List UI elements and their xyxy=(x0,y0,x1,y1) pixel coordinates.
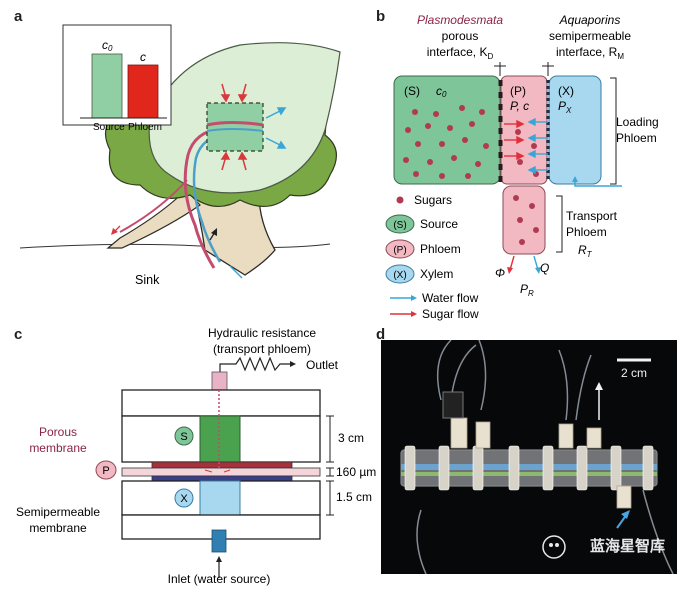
outflow-arrows xyxy=(507,255,541,274)
loading-label: Loading xyxy=(616,115,659,129)
phloem-bar-label: Phloem xyxy=(128,122,162,133)
device-photo-illustration xyxy=(400,340,674,574)
hydraulic-label: Hydraulic resistance xyxy=(208,326,316,340)
p-box-label: (P) xyxy=(510,84,526,98)
phloem-bar xyxy=(127,64,159,119)
porous-membrane-label: Porous xyxy=(39,425,77,439)
xylem-path xyxy=(192,132,229,263)
pc-label: P, c xyxy=(510,99,529,113)
legend-s: (S) xyxy=(393,220,406,231)
legend-phloem: Phloem xyxy=(420,242,461,256)
panel-c-device-schematic: Hydraulic resistance (transport phloem) … xyxy=(16,326,376,586)
sink-label: Sink xyxy=(135,273,160,287)
transport-label: Transport xyxy=(566,209,618,223)
legend-x: (X) xyxy=(393,270,406,281)
source-bar-label: Source xyxy=(93,122,125,133)
panel-a-tree-diagram: c0 c Source Phloem Sink xyxy=(19,24,341,287)
source-chamber xyxy=(199,415,241,463)
legend-p: (P) xyxy=(393,245,406,256)
x-circle-label: X xyxy=(180,493,188,505)
channel-arrows xyxy=(204,469,231,473)
legend-sugars: Sugars xyxy=(414,193,452,207)
phi-label: Φ xyxy=(495,266,505,280)
xylem-inflow-arrow xyxy=(572,176,622,187)
legend-xylem: Xylem xyxy=(420,267,453,281)
legend: Sugars (S) Source (P) Phloem (X) Xylem W… xyxy=(385,193,479,321)
source-sugars xyxy=(403,105,489,179)
ground-line xyxy=(19,243,331,249)
phloem-path xyxy=(183,126,226,269)
dim-15cm: 1.5 cm xyxy=(336,490,372,504)
s-box-label: (S) xyxy=(404,84,420,98)
s-circle-label: S xyxy=(180,431,187,443)
semipermeable-label: semipermeable xyxy=(549,29,631,43)
phloem-transport-compartment xyxy=(502,185,546,255)
panel-label-b: b xyxy=(376,8,386,25)
transport-phloem-label: (transport phloem) xyxy=(213,342,311,356)
semipermeable-interface-label: interface, RM xyxy=(556,45,624,61)
c0-label: c0 xyxy=(102,38,113,53)
device-photo: 2 cm 蓝海星智库 xyxy=(381,340,677,574)
panel-label-d: d xyxy=(376,326,386,343)
scale-label: 2 cm xyxy=(621,366,648,380)
porous-label: porous xyxy=(442,29,479,43)
porous-interface-label: interface, KD xyxy=(427,45,494,61)
xylem-chamber xyxy=(199,480,241,516)
phloem-layer xyxy=(121,467,321,477)
water-flow-arrows xyxy=(527,117,548,175)
sugar-inflow-arrows xyxy=(220,83,248,171)
loading-phloem-label: Phloem xyxy=(616,131,657,145)
porous-membrane xyxy=(151,461,293,469)
tree-root xyxy=(106,189,201,249)
x-box-label: (X) xyxy=(558,84,574,98)
semipermeable-membrane-label: Semipermeable xyxy=(16,505,100,519)
legend-sugar-flow: Sugar flow xyxy=(422,307,479,321)
porous-membrane-label-2: membrane xyxy=(29,441,87,455)
rt-label: RT xyxy=(578,243,593,259)
xylem-compartment xyxy=(548,75,602,185)
watermark-text: 蓝海星智库 xyxy=(589,537,665,555)
root-phloem xyxy=(119,179,188,233)
panel-b-model-diagram: Plasmodesmata porous interface, KD Aquap… xyxy=(385,13,659,321)
inlet-label: Inlet (water source) xyxy=(168,572,271,586)
water-outflow-arrows xyxy=(229,107,287,279)
dim-3cm: 3 cm xyxy=(338,431,364,445)
semipermeable-membrane-label-2: membrane xyxy=(29,521,87,535)
phloem-sugars xyxy=(513,129,539,245)
panel-label-a: a xyxy=(14,8,23,25)
q-label: Q xyxy=(540,261,549,275)
leaf-loading-zone xyxy=(206,102,264,152)
px-label: PX xyxy=(558,99,572,115)
semipermeable-membrane xyxy=(151,475,293,482)
panel-label-c: c xyxy=(14,326,23,343)
pr-label: PR xyxy=(520,282,534,298)
p-circle-label: P xyxy=(102,465,109,477)
legend-water-flow: Water flow xyxy=(422,291,479,305)
source-bar xyxy=(91,53,123,119)
c0-box-label: c0 xyxy=(436,84,447,99)
legend-source: Source xyxy=(420,217,458,231)
watermark-icon xyxy=(542,535,566,559)
c-label: c xyxy=(140,50,146,64)
aquaporins-label: Aquaporins xyxy=(559,13,621,27)
sugar-flow-arrows xyxy=(504,119,525,161)
outlet-label: Outlet xyxy=(306,358,339,372)
top-plate xyxy=(121,389,321,417)
trunk-flow-arrow xyxy=(209,228,217,241)
plasmodesmata-label: Plasmodesmata xyxy=(417,13,503,27)
dim-160um: 160 µm xyxy=(336,465,376,479)
root-sugar-arrow xyxy=(111,225,121,235)
transport-phloem-label: Phloem xyxy=(566,225,607,239)
resistance-symbol xyxy=(219,356,292,372)
